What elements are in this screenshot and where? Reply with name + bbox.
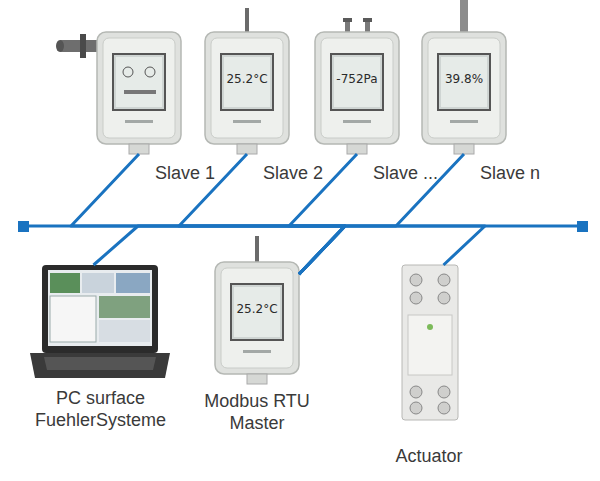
bus-line bbox=[24, 225, 582, 228]
slave-device: 39.8%Slave n bbox=[422, 32, 506, 154]
terminal-screw bbox=[438, 274, 450, 286]
display-reading: 25.2°C bbox=[233, 302, 281, 316]
master-device: 25.2°CModbus RTU Master bbox=[215, 262, 299, 384]
terminal-screw bbox=[438, 386, 450, 398]
lcd-icon bbox=[145, 67, 155, 77]
bus-terminator bbox=[18, 221, 29, 232]
display-reading: 25.2°C bbox=[223, 72, 271, 86]
pc-laptop: PC surface FuehlerSysteme bbox=[35, 265, 165, 380]
bus-terminator bbox=[577, 221, 588, 232]
sensor-rod bbox=[255, 236, 259, 262]
terminal-screw bbox=[410, 292, 422, 304]
probe-flange bbox=[80, 34, 86, 58]
sensor-rod bbox=[460, 0, 468, 32]
device-label: Actuator bbox=[379, 445, 479, 467]
slave-device: -752PaSlave ... bbox=[315, 32, 399, 154]
sensor-housing bbox=[315, 32, 399, 154]
bus-connector bbox=[94, 226, 346, 274]
device-label: Modbus RTU Master bbox=[199, 390, 315, 434]
lcd-icon bbox=[123, 67, 133, 77]
laptop-keyboard bbox=[44, 357, 156, 370]
pressure-nozzle bbox=[363, 18, 372, 22]
slave-device: Slave 1 bbox=[97, 32, 181, 154]
screen-panel bbox=[116, 273, 150, 293]
sensor-housing bbox=[215, 262, 299, 384]
bus-connector bbox=[299, 226, 485, 274]
laptop-screen bbox=[48, 270, 152, 346]
laptop-base bbox=[30, 353, 170, 378]
display-reading: 39.8% bbox=[440, 72, 488, 86]
sensor-housing bbox=[205, 32, 289, 154]
duct-probe bbox=[60, 40, 98, 52]
sensor-rod bbox=[245, 8, 249, 32]
sensor-housing bbox=[97, 32, 181, 154]
bus-connector bbox=[299, 154, 464, 274]
device-label: Slave ... bbox=[373, 162, 463, 184]
terminal-screw bbox=[410, 386, 422, 398]
terminal-screw bbox=[438, 292, 450, 304]
screen-panel bbox=[99, 320, 150, 342]
device-label: Slave 1 bbox=[155, 162, 245, 184]
slave-device: 25.2°CSlave 2 bbox=[205, 32, 289, 154]
status-led bbox=[427, 324, 433, 330]
terminal-screw bbox=[410, 402, 422, 414]
device-label: Slave n bbox=[480, 162, 570, 184]
actuator-device: Actuator bbox=[400, 265, 458, 420]
actuator-front bbox=[408, 315, 452, 375]
pressure-nozzle bbox=[343, 18, 352, 22]
sensor-housing bbox=[422, 32, 506, 154]
screen-panel bbox=[50, 296, 96, 342]
device-label: PC surface FuehlerSysteme bbox=[33, 387, 168, 431]
screen-panel bbox=[50, 273, 80, 293]
actuator-body bbox=[402, 265, 458, 420]
screen-panel bbox=[99, 296, 150, 318]
screen-panel bbox=[82, 273, 114, 293]
display-reading: -752Pa bbox=[333, 72, 381, 86]
probe-tip bbox=[56, 40, 64, 52]
laptop-bezel bbox=[42, 265, 158, 353]
terminal-screw bbox=[410, 274, 422, 286]
lcd-icon bbox=[124, 90, 156, 94]
device-label: Slave 2 bbox=[263, 162, 353, 184]
terminal-screw bbox=[438, 402, 450, 414]
